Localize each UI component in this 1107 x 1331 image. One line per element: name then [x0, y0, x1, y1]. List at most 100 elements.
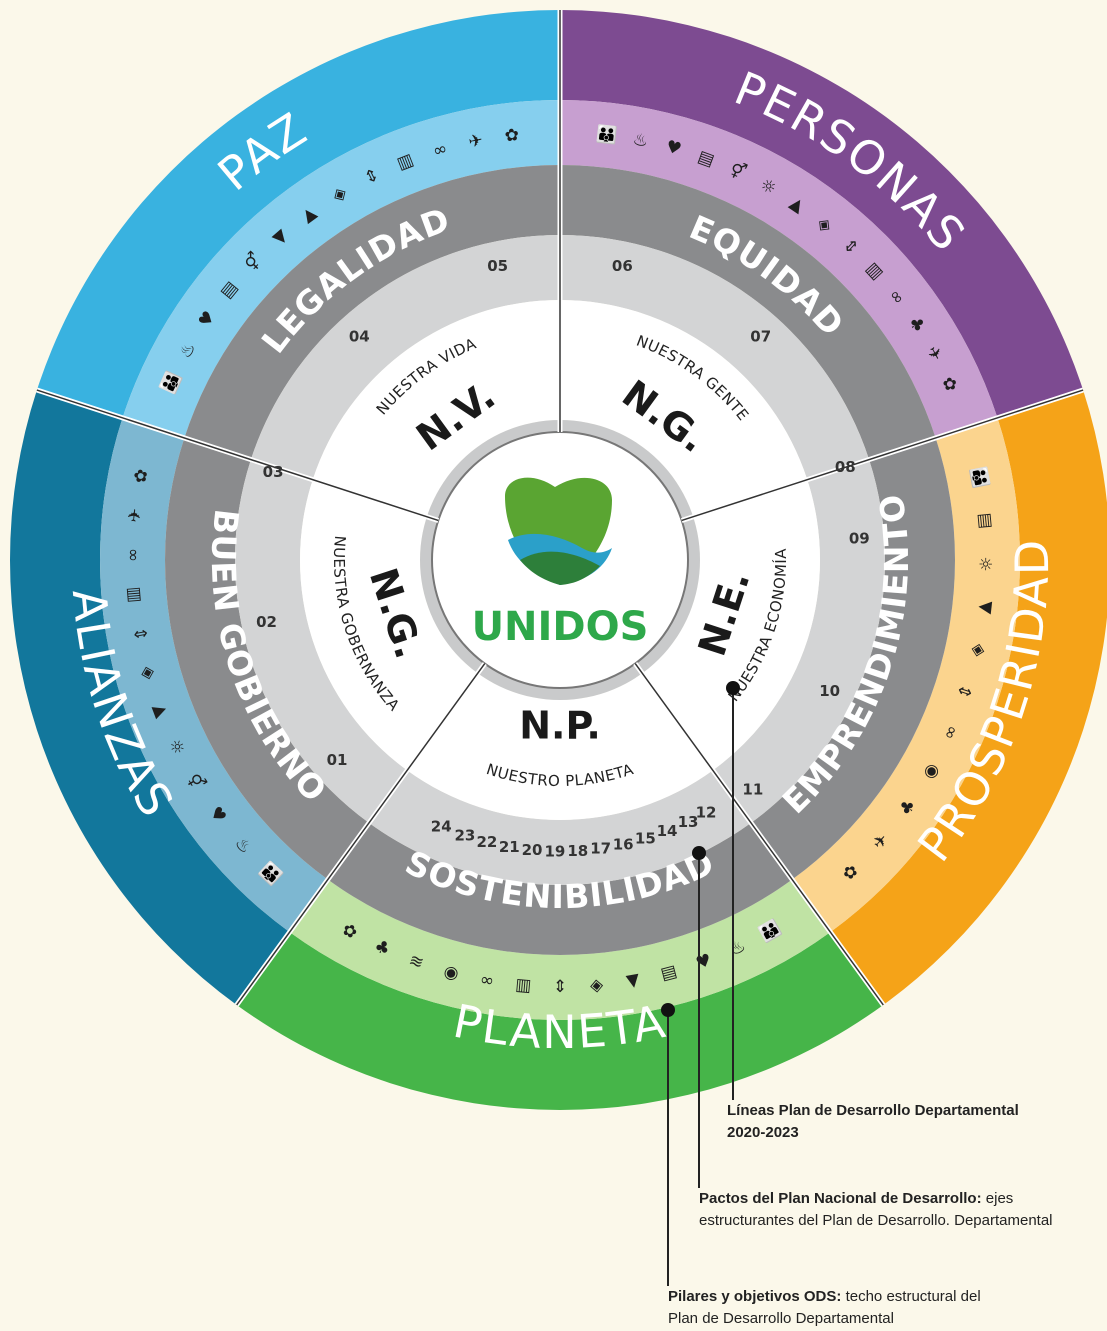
- line-number-09: 09: [849, 530, 870, 548]
- equality-arrows-icon: ⇕: [954, 682, 977, 702]
- flower-icon: ✿: [504, 125, 520, 146]
- equality-arrows-icon: ⇕: [553, 977, 567, 997]
- line-number-22: 22: [476, 833, 497, 851]
- sun-icon: ☼: [977, 556, 997, 571]
- line-number-18: 18: [567, 842, 588, 860]
- line-number-15: 15: [635, 830, 656, 848]
- pillar-band-personas: [560, 10, 1084, 418]
- line-number-04: 04: [349, 328, 370, 346]
- line-number-06: 06: [612, 257, 633, 275]
- equality-arrows-icon: ⇕: [128, 625, 150, 643]
- book-icon: ▤: [695, 147, 717, 171]
- legend-title: Líneas Plan de Desarrollo Departamental …: [727, 1102, 1019, 1141]
- callout-dot-2: [661, 1003, 675, 1017]
- growth-chart-icon: ▲: [974, 599, 995, 615]
- pillar-ring: [9, 10, 1107, 1110]
- line-band-3: [407, 673, 713, 821]
- tree-icon: ♣: [371, 936, 393, 961]
- line-band-2: [642, 479, 820, 771]
- number-band-2: [712, 459, 885, 823]
- divider-4: [36, 389, 439, 522]
- line-number-13: 13: [678, 813, 699, 831]
- line-number-17: 17: [590, 840, 611, 858]
- number-band-4: [235, 459, 408, 823]
- sdg-band-personas: [560, 100, 998, 438]
- line-number-19: 19: [544, 842, 565, 860]
- line-number-05: 05: [487, 257, 508, 275]
- divider-2: [634, 663, 884, 1006]
- divider-1: [681, 389, 1084, 522]
- number-band-3: [368, 770, 752, 885]
- line-number-01: 01: [327, 751, 348, 769]
- line-number-11: 11: [742, 780, 763, 798]
- tap-icon: ▼: [625, 970, 642, 992]
- sector-dividers: [36, 10, 1084, 1007]
- legend-body: techo estructural del Plan de Desarrollo…: [668, 1288, 981, 1327]
- line-number-07: 07: [750, 328, 771, 346]
- hill-icon: [520, 551, 600, 585]
- axis-band-0: [184, 165, 560, 460]
- pillar-band-paz: [36, 10, 560, 418]
- axis-ring: [164, 165, 955, 955]
- callout-dot-0: [726, 681, 740, 695]
- sdg-icon-ring: 👪♨♥▤⚥▼▲◈⇕▥∞✈✿👪♨♥▤⚥☼▲◈⇕▥∞♣✈✿👪▤☼▲◈⇕∞◉♣✈✿👪♨…: [99, 100, 1021, 1021]
- cubes-icon: ◈: [137, 664, 160, 683]
- sdg-band-prosperidad: [792, 417, 1021, 933]
- number-band-0: [250, 235, 561, 480]
- line-band-0: [312, 300, 560, 517]
- number-ring: [235, 235, 885, 885]
- bowl-icon: ♨: [631, 129, 650, 152]
- sdg-band-planeta: [289, 879, 831, 1021]
- sdg-band-paz: [122, 100, 560, 438]
- book-icon: ▤: [974, 512, 995, 530]
- line-band-4: [300, 479, 478, 771]
- axis-band-2: [751, 437, 955, 880]
- legend-body: ejes estructurantes del Plan de Desarrol…: [699, 1190, 1053, 1229]
- cubes-icon: ◈: [589, 975, 605, 996]
- pillar-band-planeta: [236, 932, 884, 1110]
- line-number-14: 14: [657, 822, 678, 840]
- city-icon: ▥: [394, 150, 416, 174]
- line-number-23: 23: [454, 827, 475, 845]
- line-band-1: [560, 300, 808, 517]
- number-band-1: [560, 235, 870, 480]
- logo-text: UNIDOS: [472, 604, 649, 650]
- city-icon: ▥: [124, 586, 145, 604]
- eye-globe-icon: ◉: [441, 961, 460, 984]
- line-number-08: 08: [835, 458, 856, 476]
- infinity-icon: ∞: [478, 970, 495, 992]
- unidos-logo: UNIDOS: [472, 477, 649, 650]
- legend-lines-plan: Líneas Plan de Desarrollo Departamental …: [727, 1100, 1027, 1144]
- axis-band-4: [164, 437, 369, 880]
- line-number-21: 21: [499, 838, 520, 856]
- city-icon: ▥: [514, 975, 532, 996]
- axis-band-1: [560, 165, 936, 460]
- cubes-icon: ◈: [966, 641, 989, 659]
- callout-dot-1: [692, 846, 706, 860]
- axis-band-3: [327, 822, 793, 955]
- line-number-10: 10: [819, 682, 840, 700]
- line-number-03: 03: [263, 463, 284, 481]
- line-number-20: 20: [522, 841, 543, 859]
- dove-icon: ✈: [125, 507, 146, 523]
- sdg-band-alianzas: [99, 417, 328, 933]
- legend-title: Pactos del Plan Nacional de Desarrollo:: [699, 1190, 982, 1207]
- flower-icon: ✿: [130, 467, 152, 485]
- divider-3: [236, 663, 486, 1006]
- line-abbr-3: N.P.: [519, 704, 601, 748]
- infinity-icon: ∞: [123, 548, 143, 562]
- legend-sdg-pillars: Pilares y objetivos ODS: techo estructur…: [668, 1286, 1008, 1330]
- book-icon: ▤: [659, 961, 680, 984]
- legend-title: Pilares y objetivos ODS:: [668, 1288, 842, 1305]
- heartbeat-icon: ♥: [664, 137, 684, 160]
- line-number-12: 12: [696, 803, 717, 821]
- legend-callouts: [661, 681, 740, 1286]
- dove-icon: ✈: [467, 130, 485, 152]
- legend-national-pacts: Pactos del Plan Nacional de Desarrollo: …: [699, 1188, 1059, 1232]
- family-icon: 👪: [595, 123, 618, 146]
- pillar-band-prosperidad: [830, 390, 1107, 1005]
- line-number-24: 24: [431, 817, 452, 835]
- pillar-band-alianzas: [9, 390, 290, 1005]
- line-number-16: 16: [613, 836, 634, 854]
